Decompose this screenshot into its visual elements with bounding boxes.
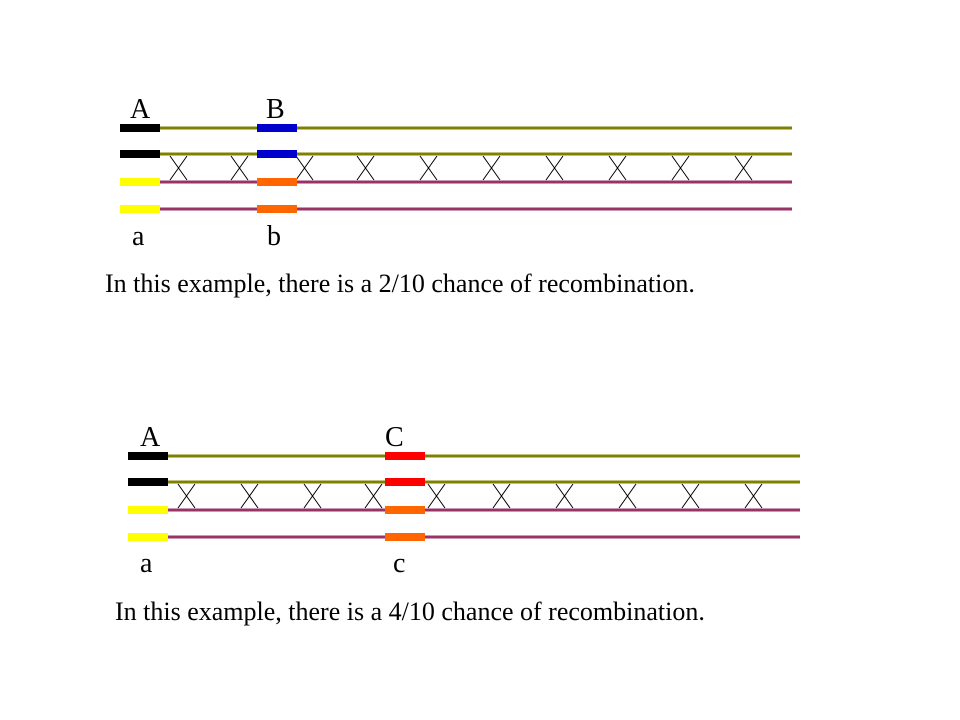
- caption-ac: In this example, there is a 4/10 chance …: [115, 597, 705, 626]
- crossover-mark: [734, 155, 753, 181]
- allele-marker-A: [120, 124, 160, 132]
- gene-label-A: A: [140, 422, 161, 453]
- allele-marker-B: [257, 150, 297, 158]
- allele-marker-C: [385, 452, 425, 460]
- allele-marker-a: [128, 533, 168, 541]
- crossover-mark: [419, 155, 438, 181]
- allele-marker-c: [385, 533, 425, 541]
- crossover-mark: [671, 155, 690, 181]
- crossover-marks: [169, 155, 753, 181]
- crossover-mark: [230, 155, 249, 181]
- panel-ab: A B a b In this example, there is a 2/: [105, 94, 792, 298]
- crossover-mark: [608, 155, 627, 181]
- crossover-mark: [555, 483, 574, 509]
- gene-label-b: b: [267, 221, 281, 252]
- gene-label-a: a: [132, 221, 145, 252]
- crossover-mark: [364, 483, 383, 509]
- crossover-mark: [482, 155, 501, 181]
- allele-marker-A: [120, 150, 160, 158]
- gene-label-c: c: [393, 548, 405, 579]
- caption-ab: In this example, there is a 2/10 chance …: [105, 269, 695, 298]
- crossover-mark: [240, 483, 259, 509]
- crossover-mark: [356, 155, 375, 181]
- crossover-mark: [681, 483, 700, 509]
- gene-label-A: A: [130, 94, 151, 125]
- crossover-mark: [427, 483, 446, 509]
- crossover-mark: [618, 483, 637, 509]
- allele-marker-b: [257, 178, 297, 186]
- allele-marker-a: [128, 506, 168, 514]
- crossover-mark: [545, 155, 564, 181]
- crossover-marks: [177, 483, 763, 509]
- allele-marker-B: [257, 124, 297, 132]
- allele-marker-A: [128, 478, 168, 486]
- crossover-mark: [177, 483, 196, 509]
- allele-marker-a: [120, 178, 160, 186]
- gene-label-a: a: [140, 548, 153, 579]
- crossover-mark: [492, 483, 511, 509]
- allele-marker-C: [385, 478, 425, 486]
- crossover-mark: [169, 155, 188, 181]
- crossover-mark: [303, 483, 322, 509]
- gene-label-B: B: [266, 94, 285, 125]
- allele-marker-c: [385, 506, 425, 514]
- allele-marker-b: [257, 205, 297, 213]
- panel-ac: A C a c In this example, there is a 4/: [115, 422, 800, 626]
- crossover-mark: [295, 155, 314, 181]
- gene-label-C: C: [385, 422, 404, 453]
- allele-marker-a: [120, 205, 160, 213]
- allele-marker-A: [128, 452, 168, 460]
- crossover-mark: [744, 483, 763, 509]
